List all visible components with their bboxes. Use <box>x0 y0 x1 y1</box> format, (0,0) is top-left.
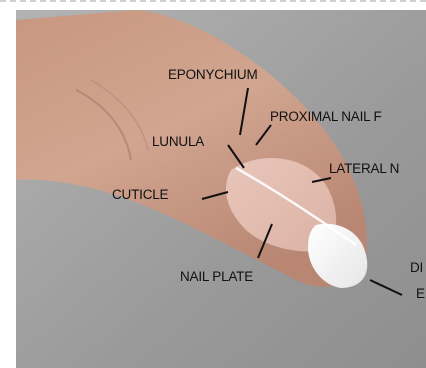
label-eponychium: EPONYCHIUM <box>168 67 258 82</box>
label-lunula: LUNULA <box>152 134 204 149</box>
label-distal-edge-line1: DI <box>410 260 423 275</box>
label-cuticle: CUTICLE <box>112 187 169 202</box>
label-nail-plate: NAIL PLATE <box>180 269 253 284</box>
label-lateral-nail: LATERAL N <box>329 161 399 176</box>
label-proximal-nail-fold: PROXIMAL NAIL F <box>270 109 382 124</box>
label-distal-edge-line2: E <box>416 286 425 301</box>
finger-nail-photo: EPONYCHIUM PROXIMAL NAIL F LUNULA LATERA… <box>16 10 426 368</box>
